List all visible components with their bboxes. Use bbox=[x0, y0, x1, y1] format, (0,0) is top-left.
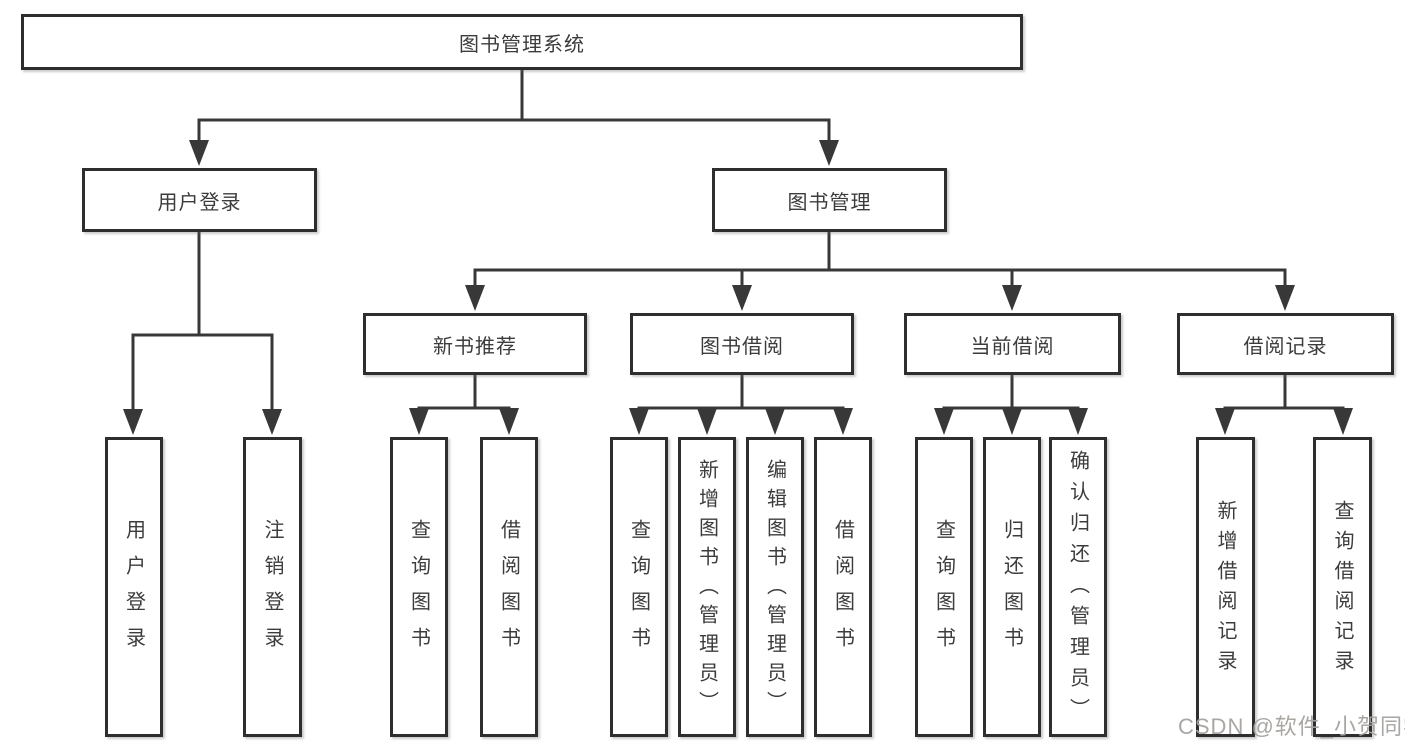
leaf-user-login: 用户登录 bbox=[105, 437, 163, 737]
leaf-label: 归还图书 bbox=[1000, 519, 1023, 663]
leaf-query-books-current: 查询图书 bbox=[915, 437, 973, 737]
leaf-label: 确认归还（管理员） bbox=[1066, 450, 1089, 729]
connector-line bbox=[637, 406, 845, 410]
node-current-borrowing: 当前借阅 bbox=[904, 313, 1121, 375]
leaf-label: 用户登录 bbox=[122, 519, 145, 663]
connector-line bbox=[473, 268, 1287, 286]
arrowheads bbox=[123, 140, 1353, 435]
connector-line bbox=[131, 333, 274, 410]
leaf-add-books-admin: 新增图书（管理员） bbox=[678, 437, 736, 737]
leaf-borrow-books: 借阅图书 bbox=[814, 437, 872, 737]
node-library-system: 图书管理系统 bbox=[21, 14, 1023, 70]
leaf-label: 查询图书 bbox=[932, 519, 955, 663]
arrow-down-icon bbox=[629, 408, 649, 435]
leaf-query-books-borrowing: 查询图书 bbox=[610, 437, 668, 737]
connector-line bbox=[1223, 406, 1345, 410]
node-new-book-recommend: 新书推荐 bbox=[363, 313, 587, 375]
leaf-query-books-recommend: 查询图书 bbox=[390, 437, 448, 737]
arrow-down-icon bbox=[499, 408, 519, 435]
leaf-label: 借阅图书 bbox=[497, 519, 520, 663]
arrow-down-icon bbox=[262, 409, 282, 435]
leaf-borrow-books-recommend: 借阅图书 bbox=[480, 437, 538, 737]
leaf-label: 注销登录 bbox=[261, 519, 283, 663]
arrow-down-icon bbox=[732, 285, 752, 311]
arrow-down-icon bbox=[465, 285, 485, 311]
leaf-label: 查询图书 bbox=[407, 519, 430, 663]
arrow-down-icon bbox=[189, 140, 209, 166]
arrow-down-icon bbox=[934, 408, 954, 435]
watermark: CSDN @软件_小贺同学 bbox=[1178, 714, 1405, 739]
arrow-down-icon bbox=[1333, 408, 1353, 435]
leaf-return-books: 归还图书 bbox=[983, 437, 1041, 737]
arrow-down-icon bbox=[1002, 285, 1022, 311]
leaf-logout: 注销登录 bbox=[243, 437, 302, 737]
node-borrowing-records: 借阅记录 bbox=[1177, 313, 1394, 375]
connector-line bbox=[417, 406, 511, 410]
node-user-login: 用户登录 bbox=[82, 168, 317, 232]
arrow-down-icon bbox=[1275, 285, 1295, 311]
arrow-down-icon bbox=[819, 140, 839, 166]
leaf-label: 借阅图书 bbox=[831, 519, 854, 663]
leaf-confirm-return-admin: 确认归还（管理员） bbox=[1049, 437, 1107, 737]
leaf-label: 新增图书（管理员） bbox=[695, 458, 718, 720]
arrow-down-icon bbox=[1068, 408, 1088, 435]
leaf-edit-books-admin: 编辑图书（管理员） bbox=[746, 437, 804, 737]
leaf-add-borrow-record: 新增借阅记录 bbox=[1196, 437, 1255, 737]
leaf-label: 新增借阅记录 bbox=[1214, 499, 1236, 680]
leaf-label: 编辑图书（管理员） bbox=[763, 458, 786, 720]
connector-line bbox=[197, 118, 831, 142]
arrow-down-icon bbox=[765, 408, 785, 435]
arrow-down-icon bbox=[833, 408, 853, 435]
arrow-down-icon bbox=[697, 408, 717, 435]
node-book-borrowing: 图书借阅 bbox=[630, 313, 854, 375]
arrow-down-icon bbox=[409, 408, 429, 435]
arrow-down-icon bbox=[123, 409, 143, 435]
arrow-down-icon bbox=[1002, 408, 1022, 435]
node-book-management: 图书管理 bbox=[712, 168, 947, 232]
leaf-label: 查询图书 bbox=[627, 519, 650, 663]
arrow-down-icon bbox=[1215, 408, 1235, 435]
leaf-label: 查询借阅记录 bbox=[1331, 499, 1353, 680]
leaf-query-borrow-record: 查询借阅记录 bbox=[1313, 437, 1372, 737]
